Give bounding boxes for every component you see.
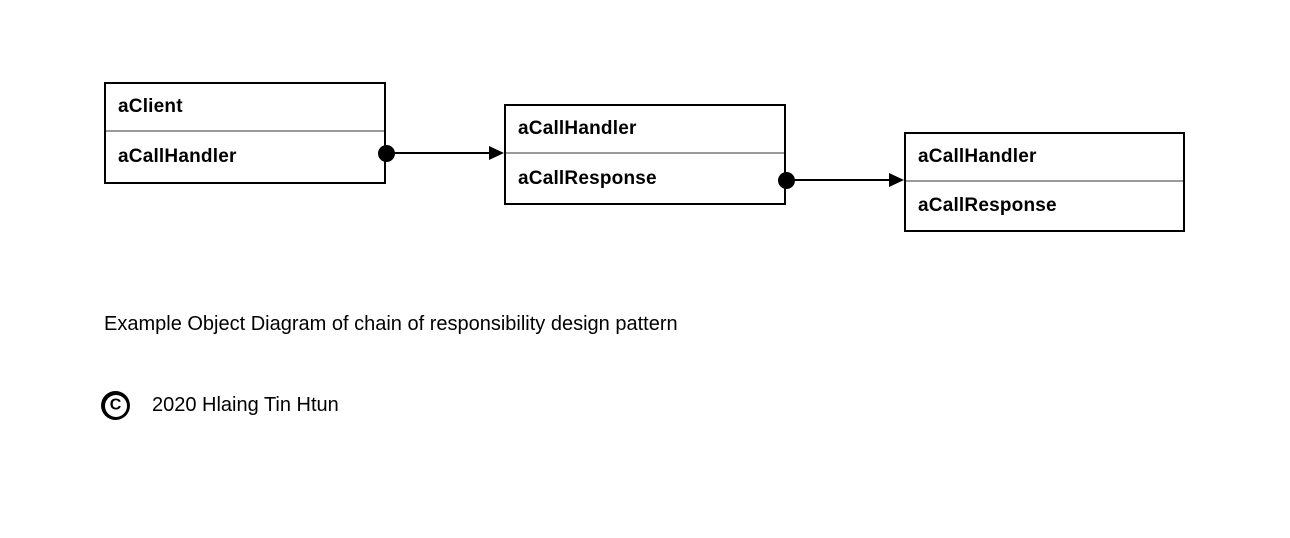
- object-box-handler-1: aCallHandler aCallResponse: [504, 104, 786, 205]
- object-box-handler-2: aCallHandler aCallResponse: [904, 132, 1185, 232]
- arrowhead-icon: [889, 173, 904, 187]
- diagram-caption: Example Object Diagram of chain of respo…: [104, 313, 678, 335]
- copyright-icon: C: [101, 391, 130, 420]
- object-box-title: aClient: [118, 96, 183, 117]
- object-box-attribute: aCallResponse: [906, 180, 1183, 230]
- copyright-text: 2020 Hlaing Tin Htun: [152, 394, 339, 416]
- object-box-attribute: aCallHandler: [106, 130, 384, 182]
- object-box-attribute: aCallResponse: [506, 152, 784, 203]
- arrowhead-icon: [489, 146, 504, 160]
- copyright-line: C 2020 Hlaing Tin Htun: [101, 391, 339, 420]
- connector-line: [386, 152, 496, 154]
- object-box-title: aCallHandler: [518, 118, 637, 139]
- object-box-title: aCallHandler: [918, 146, 1037, 167]
- connector-line: [786, 179, 896, 181]
- object-box-client: aClient aCallHandler: [104, 82, 386, 184]
